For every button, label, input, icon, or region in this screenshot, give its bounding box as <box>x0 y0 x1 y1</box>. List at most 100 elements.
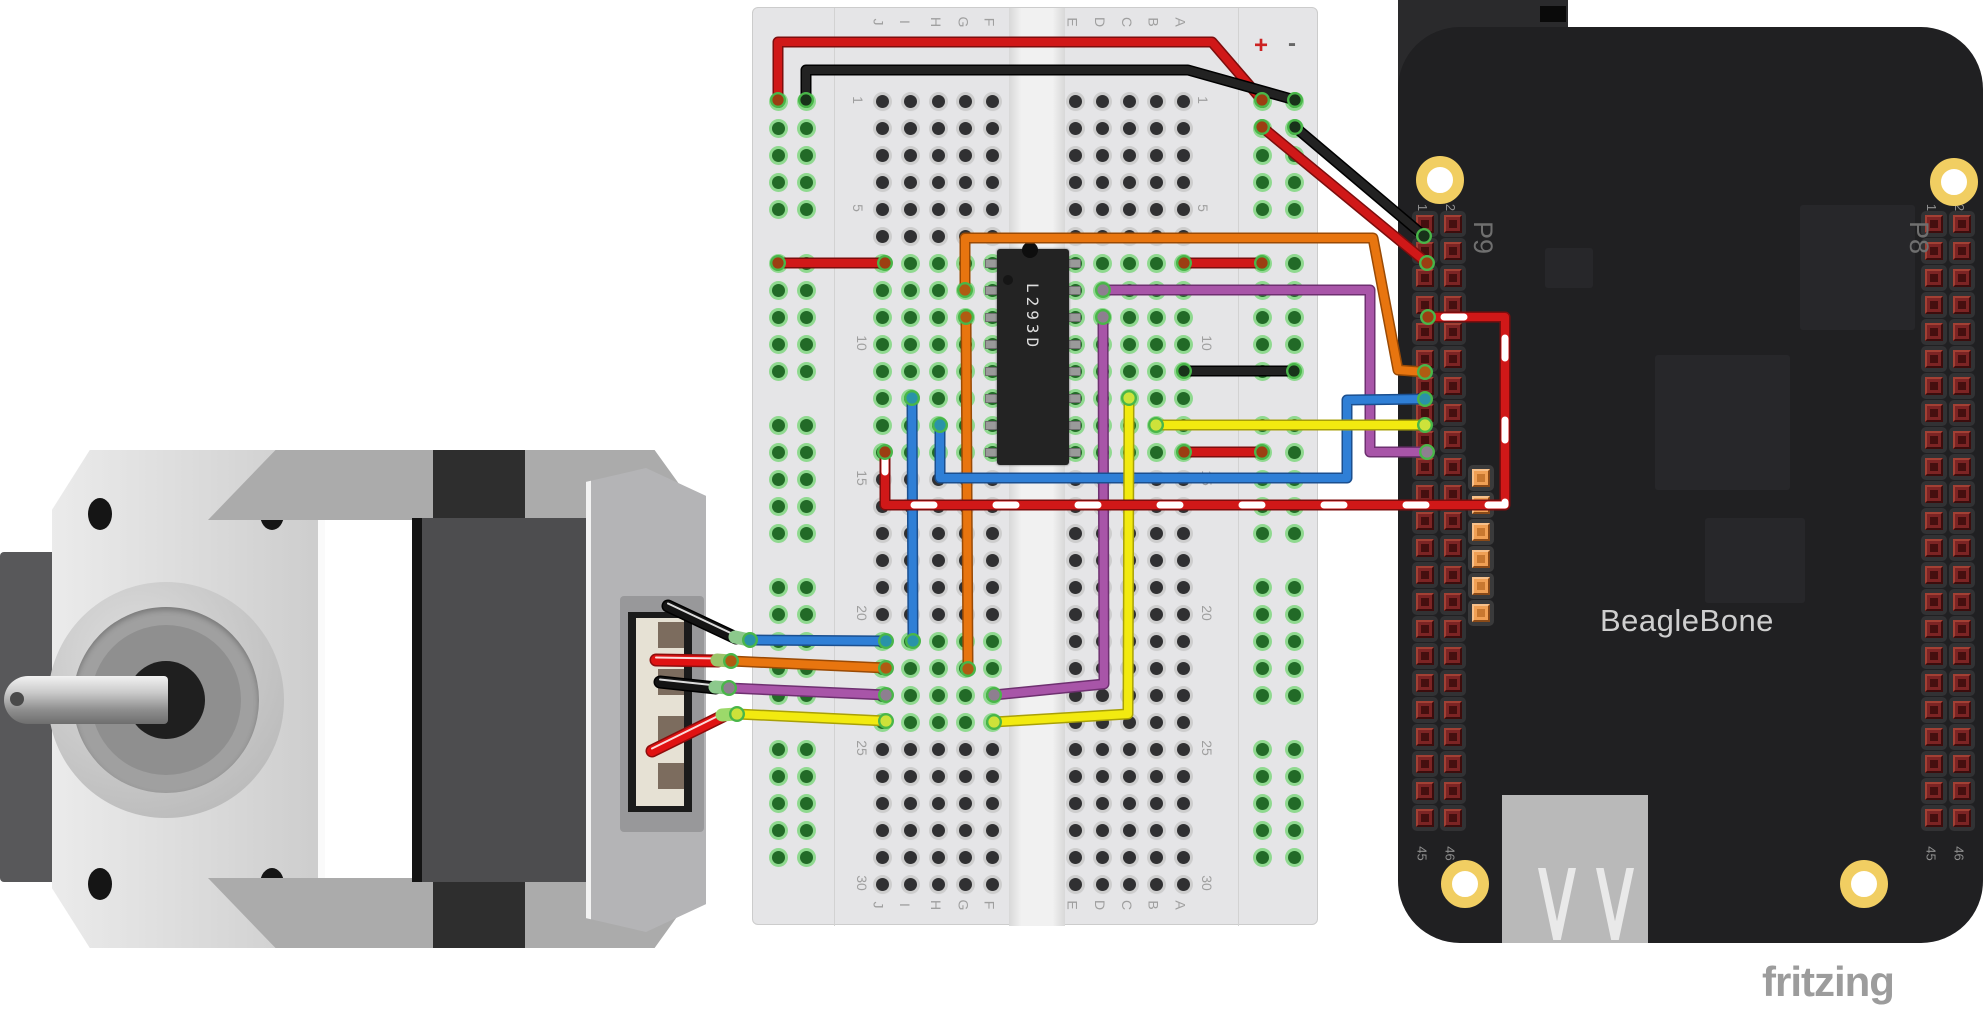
wire-red-5v-j14-to-p9-7[interactable] <box>879 311 1511 511</box>
motor-pigtail-red-coil2[interactable] <box>645 709 730 758</box>
breadboard-hole <box>1176 121 1190 135</box>
breadboard-hole <box>985 202 999 216</box>
wire-orange-p9-11-to-g8[interactable] <box>959 232 1431 378</box>
breadboard-hole <box>1068 148 1082 162</box>
breadboard-hole <box>931 202 945 216</box>
p9-pin-contact <box>1444 809 1462 827</box>
motor-mount-hole <box>88 868 112 900</box>
breadboard-hole <box>1122 850 1136 864</box>
p9-pin-contact <box>1444 620 1462 638</box>
wire-blue-i12-to-i21[interactable] <box>906 392 919 647</box>
p9-pin-contact <box>1416 620 1434 638</box>
p8-pin-contact <box>1925 485 1943 503</box>
wire-purple-motor-to-j23[interactable] <box>723 682 892 701</box>
wire-end-cap <box>1415 227 1432 244</box>
breadboard-hole <box>1149 121 1163 135</box>
p8-pin <box>1921 751 1947 777</box>
wire-end-cap <box>1419 309 1436 326</box>
breadboard-hole <box>875 229 889 243</box>
p9-pin <box>1412 508 1438 534</box>
wire-end-cap <box>723 653 740 670</box>
aux-orange-pin-contact <box>1472 550 1490 568</box>
wire-end-cap <box>877 255 894 272</box>
breadboard-hole <box>1095 823 1109 837</box>
breadboard-hole <box>1068 769 1082 783</box>
breadboard-hole <box>1122 121 1136 135</box>
breadboard-hole <box>931 283 945 297</box>
motor-pigtail-black-coil2[interactable] <box>653 675 723 695</box>
wire-blue-h13-to-p9-13[interactable] <box>934 393 1431 484</box>
breadboard-hole <box>958 202 972 216</box>
breadboard-hole <box>1287 310 1301 324</box>
breadboard-hole <box>1149 688 1163 702</box>
motor-pigtail-red-coil1[interactable] <box>649 653 725 668</box>
breadboard[interactable] <box>752 7 1318 926</box>
aux-orange-pin-contact <box>1472 577 1490 595</box>
wire-black-rail-to-p9-1[interactable] <box>1289 121 1430 242</box>
breadboard-hole <box>1255 823 1269 837</box>
p8-pin-contact <box>1925 701 1943 719</box>
breadboard-hole <box>931 607 945 621</box>
p8-pin <box>1949 292 1975 318</box>
breadboard-hole <box>875 553 889 567</box>
p8-pin <box>1949 535 1975 561</box>
breadboard-hole <box>1149 256 1163 270</box>
wire-end-cap <box>957 282 974 299</box>
p8-pin-contact <box>1953 566 1971 584</box>
wire-black-left-rail-to-right-rail[interactable] <box>800 64 1301 106</box>
p9-pin <box>1412 697 1438 723</box>
breadboard-hole <box>903 715 917 729</box>
breadboard-hole <box>875 580 889 594</box>
breadboard-hole <box>799 121 813 135</box>
p9-pin <box>1412 319 1438 345</box>
breadboard-hole <box>903 337 917 351</box>
p9-pin <box>1440 697 1466 723</box>
p9-pin <box>1440 778 1466 804</box>
p9-pin-contact <box>1416 674 1434 692</box>
breadboard-hole <box>771 742 785 756</box>
p9-pin-contact <box>1444 593 1462 611</box>
p8-pin <box>1949 724 1975 750</box>
wire-end-cap <box>770 91 787 108</box>
breadboard-hole <box>958 823 972 837</box>
wire-end-cap <box>1416 417 1433 434</box>
p8-pin-contact <box>1925 674 1943 692</box>
wire-end-cap <box>1253 255 1270 272</box>
wire-orange-g9-to-g22[interactable] <box>960 311 974 675</box>
wire-blue-motor-to-j21[interactable] <box>744 634 892 647</box>
motor-pigtail-black-coil1[interactable] <box>661 599 743 645</box>
p8-pin <box>1921 346 1947 372</box>
breadboard-hole <box>1068 661 1082 675</box>
p9-pin-contact <box>1416 701 1434 719</box>
breadboard-hole <box>1068 121 1082 135</box>
breadboard-hole <box>875 337 889 351</box>
p8-pin <box>1921 292 1947 318</box>
wire-red-left-rail-to-right-rail[interactable] <box>772 36 1268 106</box>
p8-pin-contact <box>1925 620 1943 638</box>
p8-pin-contact <box>1953 485 1971 503</box>
wire-purple-d9-to-f23[interactable] <box>988 311 1110 701</box>
breadboard-hole <box>1176 769 1190 783</box>
breadboard-hole <box>985 148 999 162</box>
breadboard-hole <box>1176 661 1190 675</box>
wire-purple-d8-to-p9-17[interactable] <box>1097 284 1433 458</box>
p8-pin-contact <box>1953 350 1971 368</box>
l293d-chip[interactable]: L293D <box>997 242 1069 465</box>
breadboard-hole <box>1149 661 1163 675</box>
p8-pin <box>1949 427 1975 453</box>
breadboard-hole <box>1095 688 1109 702</box>
wire-orange-motor-to-j22[interactable] <box>725 655 892 674</box>
wire-end-cap <box>1253 444 1270 461</box>
breadboard-hole <box>771 796 785 810</box>
breadboard-hole <box>985 175 999 189</box>
p8-pin-contact <box>1953 431 1971 449</box>
breadboard-hole <box>931 688 945 702</box>
wire-yellow-motor-to-j24[interactable] <box>731 708 892 727</box>
breadboard-hole <box>985 661 999 675</box>
breadboard-hole <box>771 418 785 432</box>
wire-end-cap <box>729 706 746 723</box>
breadboard-hole <box>931 229 945 243</box>
wire-red-rail-to-p9-3[interactable] <box>1256 121 1433 269</box>
breadboard-hole <box>958 715 972 729</box>
